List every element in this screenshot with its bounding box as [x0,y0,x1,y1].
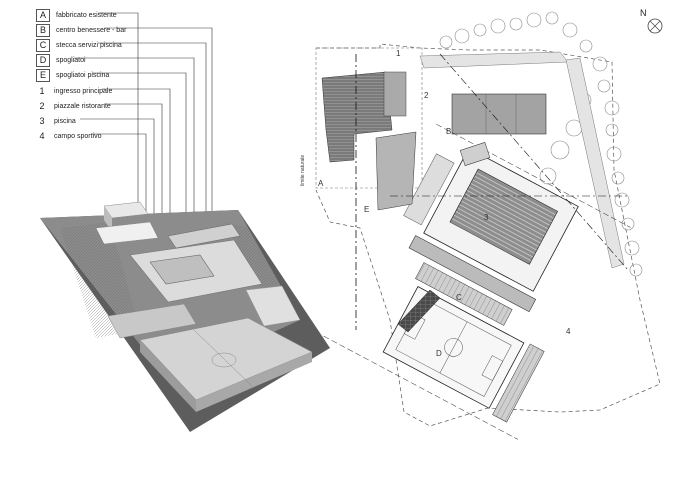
legend-label: stecca servizi piscina [56,41,122,49]
east-path [565,57,625,269]
legend-key: E [36,68,50,82]
north-arrow: N [640,8,664,36]
plan-label-b: B [446,127,451,136]
legend-item-1: 1 ingresso principale [36,84,112,98]
plan-label-4: 4 [566,327,571,336]
legend-label: campo sportivo [54,132,102,140]
plan-label-2: 2 [424,91,429,100]
field-midline [193,329,255,389]
legend-key: 2 [39,100,45,111]
plan-label-e: E [364,205,369,214]
legend-item-d: D spogliatoi [36,53,86,67]
stands-3d [107,303,197,339]
existing-building-zone [315,47,423,189]
plan-label-c: C [456,293,462,302]
main-complex [323,123,631,440]
compass-icon [647,18,663,34]
existing-building-3d [103,201,149,219]
north-label: N [640,8,647,18]
changing-rooms-3d [245,285,301,327]
spa-terrace-plan [403,153,455,226]
legend-item-e: E spogliatoi piscina [36,68,109,82]
pool-stands [415,262,513,326]
legend-key: 3 [39,115,45,126]
legend-label: ingresso principale [54,87,113,95]
service-bar-3d [167,223,241,249]
sports-field-side [140,340,196,412]
spa-bar-roof [451,93,547,135]
existing-annex-roof [383,71,407,117]
pool-services-bar [408,235,537,313]
existing-building-3d-front [104,206,112,232]
legend-label: spogliatoi piscina [56,71,110,79]
legend-item-3: 3 piscina [36,114,76,128]
legend-key: B [36,23,50,37]
terrain-strip-right [226,222,286,302]
plan-label-3: 3 [484,213,489,222]
changing-rooms-plan [375,131,417,211]
site-boundary [315,43,661,427]
field-stands [492,343,545,423]
terrain-strip-left [60,222,140,338]
solar-panels [397,289,441,333]
north-path [419,51,569,69]
plan-label-1: 1 [396,49,401,58]
pool-basin [149,254,215,285]
site-plan: A B C D E 1 2 3 4 limite naturale [300,11,661,440]
legend-key: D [36,53,50,67]
small-pool-plan [459,142,491,166]
legend-label: piazzale ristorante [54,102,111,110]
legend-label: centro benessere - bar [56,26,127,34]
legend-label: piscina [54,117,76,125]
pool-plan [449,168,558,265]
legend-item-4: 4 campo sportivo [36,129,101,143]
axonometric-view [40,201,330,432]
legend-item-a: A fabbricato esistente [36,8,117,22]
plan-label-d: D [436,349,442,358]
sports-field-front [196,352,312,412]
legend-key: 1 [39,85,45,96]
legend-key: 4 [39,130,45,141]
legend-label: spogliatoi [56,56,86,64]
trees [439,11,643,277]
legend-key: A [36,8,50,22]
legend-item-b: B centro benessere - bar [36,23,126,37]
plan-label-a: A [318,179,324,188]
legend-item-c: C stecca servizi piscina [36,38,122,52]
legend-label: fabbricato esistente [56,11,117,19]
field-center-circle [211,352,237,368]
legend-key: C [36,38,50,52]
boundary-label: limite naturale [300,155,306,186]
spa-building-3d [95,221,159,245]
legend-item-2: 2 piazzale ristorante [36,99,111,113]
